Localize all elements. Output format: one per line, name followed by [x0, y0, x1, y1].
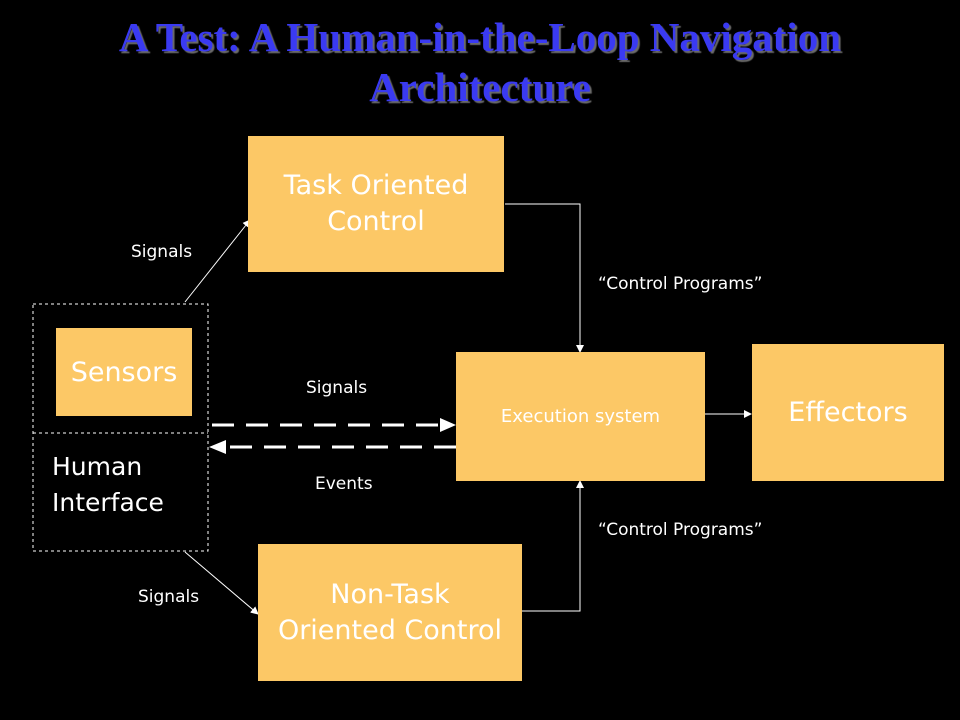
task-oriented-control-label: Task Oriented Control: [283, 170, 469, 237]
slide-title: A Test: A Human-in-the-Loop Navigation A…: [118, 14, 842, 110]
control-programs-label-bottom: “Control Programs”: [598, 520, 763, 540]
execution-system-box: Execution system: [456, 352, 705, 481]
arrowhead-events: [209, 440, 226, 454]
signals-label-middle: Signals: [306, 378, 368, 398]
sensors-box: Sensors: [56, 328, 192, 416]
sensors-label: Sensors: [70, 356, 178, 388]
control-programs-label-top: “Control Programs”: [598, 274, 763, 294]
arrowhead-signals: [440, 418, 456, 432]
effectors-box: Effectors: [752, 344, 944, 481]
arrow-task-control-to-execution: [505, 203, 584, 353]
events-label: Events: [315, 474, 373, 494]
human-interface-label: Human Interface: [52, 452, 164, 517]
arrow-non-task-control-to-execution: [522, 480, 584, 612]
execution-system-label: Execution system: [500, 406, 661, 427]
signals-label-bottom: Signals: [138, 587, 200, 607]
non-task-oriented-control-label: Non-Task Oriented Control: [277, 578, 503, 646]
non-task-oriented-control-box: Non-Task Oriented Control: [258, 544, 522, 681]
arrow-signals-to-non-task-control: [184, 551, 259, 615]
signals-label-top: Signals: [131, 242, 193, 262]
arrow-signals-to-task-control: [184, 219, 251, 303]
effectors-label: Effectors: [788, 397, 908, 428]
human-interface-group: [32, 303, 209, 552]
task-oriented-control-box: Task Oriented Control: [248, 136, 504, 272]
